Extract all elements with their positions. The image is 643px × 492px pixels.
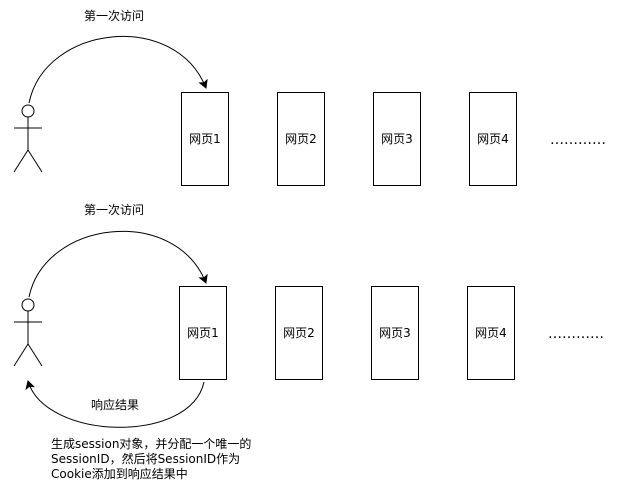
page-label: 网页1 [189, 132, 221, 146]
request-arrow-bottom [28, 230, 208, 298]
request-arrow-top [28, 35, 208, 104]
page-box-3-top: 网页3 [373, 92, 421, 186]
page-label: 网页3 [381, 132, 413, 146]
first-visit-label-bottom: 第一次访问 [84, 203, 145, 217]
first-visit-label-top: 第一次访问 [84, 9, 145, 23]
page-box-1-top: 网页1 [181, 92, 229, 186]
note-line-2: SessionID，然后将SessionID作为 [51, 452, 241, 466]
page-box-2-top: 网页2 [277, 92, 325, 186]
user-figure-top [13, 104, 43, 173]
note-line-3: Cookie添加到响应结果中 [51, 467, 188, 481]
page-label: 网页3 [379, 326, 411, 340]
page-box-2-bottom: 网页2 [275, 286, 323, 380]
page-box-3-bottom: 网页3 [371, 286, 419, 380]
page-box-4-top: 网页4 [469, 92, 517, 186]
page-box-4-bottom: 网页4 [467, 286, 515, 380]
page-label: 网页4 [477, 132, 509, 146]
response-arrow [25, 380, 205, 428]
page-label: 网页1 [187, 326, 219, 340]
page-box-1-bottom: 网页1 [179, 286, 227, 380]
page-label: 网页2 [285, 132, 317, 146]
page-label: 网页4 [475, 326, 507, 340]
note-line-1: 生成session对象，并分配一个唯一的 [51, 437, 252, 451]
ellipsis-top: ………… [550, 132, 606, 148]
session-note: 生成session对象，并分配一个唯一的 SessionID，然后将Sessio… [51, 437, 311, 482]
ellipsis-bottom: ………… [548, 326, 604, 342]
page-label: 网页2 [283, 326, 315, 340]
user-figure-bottom [13, 298, 43, 367]
response-label: 响应结果 [91, 398, 140, 412]
